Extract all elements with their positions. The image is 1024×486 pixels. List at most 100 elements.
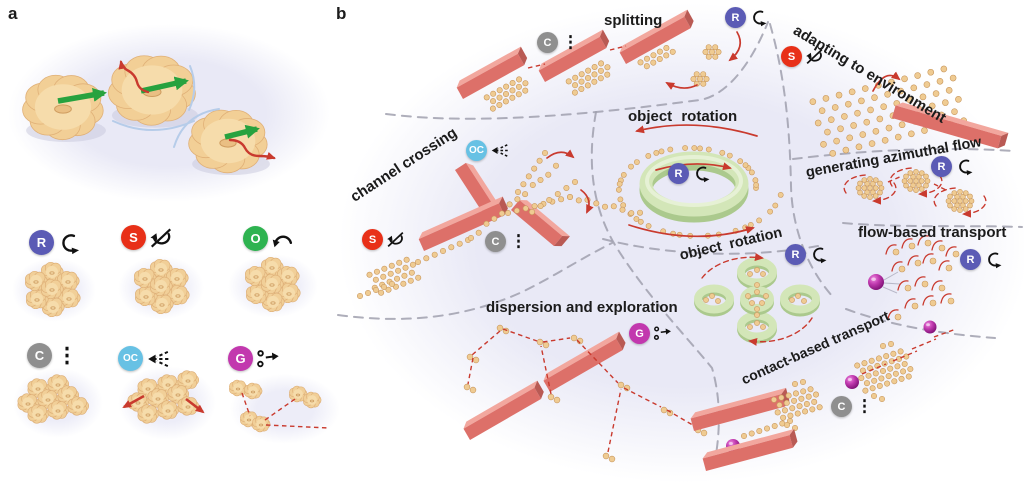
microrobot-flower <box>27 404 49 424</box>
cargo-sphere <box>845 375 859 389</box>
robot-chain <box>566 194 643 217</box>
badge-C-channel-crossing: C <box>485 231 528 252</box>
microrobot-flower <box>26 288 49 310</box>
badge-circle-R: R <box>668 163 689 184</box>
microrobot-flower <box>67 396 90 416</box>
microrobot-flower <box>229 379 248 397</box>
panel-b-arena <box>339 3 1024 483</box>
robot-chain <box>414 237 471 265</box>
robot-cluster <box>637 45 676 70</box>
panel-b-label: b <box>336 4 347 23</box>
microrobot-flower <box>261 273 284 295</box>
badge-circle-C: C <box>537 32 558 53</box>
obstacle-wall <box>619 9 694 64</box>
badge-C-contact-transport: C <box>831 396 874 417</box>
label-flow-based-transport: flow-based transport <box>858 224 1007 241</box>
cargo-sphere <box>923 320 937 334</box>
badge-G-dispersion: G <box>629 323 672 344</box>
microrobot-flower <box>157 400 180 420</box>
microrobot-flower <box>151 293 174 315</box>
badge-circle-R: R <box>725 7 746 28</box>
robot-cluster <box>690 71 710 87</box>
microrobot-flower <box>137 404 160 424</box>
rotate-clockwise-icon <box>749 8 768 27</box>
obstacle-wall <box>892 102 1009 149</box>
robot-cluster <box>483 76 529 112</box>
robot-cluster <box>771 386 823 421</box>
badge-circle-C: C <box>485 231 506 252</box>
microrobot-flower <box>278 282 301 304</box>
gradient-dots-arrow-icon <box>256 347 280 371</box>
robot-cluster <box>901 169 931 193</box>
microrobot-flower <box>41 278 64 300</box>
legend-badge-C: C <box>27 343 79 368</box>
badge-R-object-rotation-ring: R <box>668 163 711 184</box>
badge-circle-G: G <box>228 346 253 371</box>
microrobot-flower <box>25 270 48 292</box>
robot-chain <box>528 179 578 216</box>
microrobot-flower <box>167 284 190 306</box>
badge-circle-S: S <box>121 225 146 250</box>
badge-circle-OC: OC <box>118 346 143 371</box>
microrobot-flower <box>166 267 189 289</box>
badge-R-splitting: R <box>725 7 768 28</box>
badge-R-azimuthal-flow: R <box>931 156 974 177</box>
microrobot-flower <box>240 410 259 428</box>
rotate-clockwise-icon <box>809 245 828 264</box>
label-object-rotation-ring: object rotation <box>628 108 738 125</box>
panel-a-label: a <box>8 4 18 23</box>
rotation-crossed-icon <box>149 226 173 250</box>
badge-R-object-rotation-clover: R <box>785 244 828 265</box>
rotate-clockwise-icon <box>955 157 974 176</box>
static-dashed-line-icon <box>855 397 874 416</box>
obstacle-wall <box>463 380 544 440</box>
robot-cluster <box>945 189 975 213</box>
microrobot-disk <box>188 109 270 176</box>
flow-robots <box>892 239 960 321</box>
robot-chain <box>467 162 559 242</box>
microrobot-flower <box>147 388 170 408</box>
legend-badge-R: R <box>29 230 81 255</box>
label-splitting: splitting <box>604 12 663 29</box>
rotation-crossed-icon <box>805 47 824 66</box>
robots-in-clover <box>703 267 807 330</box>
legend-badge-G: G <box>228 346 280 371</box>
badge-R-flow-transport: R <box>960 249 1003 270</box>
badge-circle-O: O <box>243 226 268 251</box>
legend-badge-S: S <box>121 225 173 250</box>
dispersed-robot-pairs <box>463 324 708 463</box>
robot-chain <box>356 280 395 299</box>
rotate-clockwise-icon <box>984 250 1003 269</box>
microrobot-flower <box>47 400 69 420</box>
converging-dashed-arrows-icon <box>146 347 170 371</box>
badge-circle-OC: OC <box>466 140 487 161</box>
robot-cluster <box>854 348 914 394</box>
badge-circle-R: R <box>931 156 952 177</box>
static-dashed-line-icon <box>561 33 580 52</box>
badge-circle-S: S <box>362 229 383 250</box>
legend-badge-O: O <box>243 226 295 251</box>
microrobot-flower <box>252 415 271 433</box>
microrobot-flower <box>58 287 81 309</box>
obstacle-wall <box>702 428 798 471</box>
rotate-clockwise-icon <box>692 164 711 183</box>
microrobot-disk <box>22 74 106 142</box>
microrobot-flower <box>245 265 268 287</box>
microrobot-flower <box>37 389 59 409</box>
microrobot-flower <box>57 385 80 405</box>
badge-circle-C: C <box>27 343 52 368</box>
converging-dashed-arrows-icon <box>490 141 509 160</box>
badge-circle-R: R <box>785 244 806 265</box>
microrobot-flower <box>27 378 49 398</box>
rotation-crossed-icon <box>386 230 405 249</box>
robot-chain <box>740 417 793 439</box>
badge-C-splitting: C <box>537 32 580 53</box>
badge-circle-C: C <box>831 396 852 417</box>
legend-badge-OC: OC <box>118 346 170 371</box>
microrobot-flower <box>246 283 269 305</box>
microrobot-flower <box>244 382 263 400</box>
badge-circle-G: G <box>629 323 650 344</box>
static-dashed-line-icon <box>509 232 528 251</box>
